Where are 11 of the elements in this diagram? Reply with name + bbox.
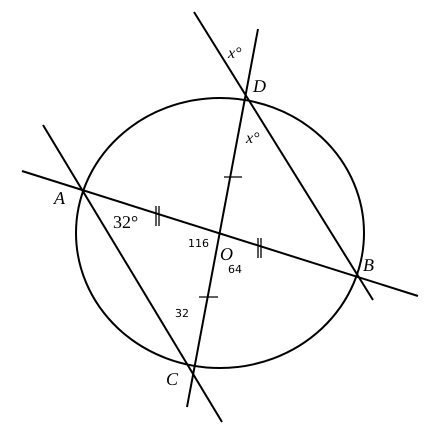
point-label: B [363,256,374,274]
angle-label: x° [246,131,260,147]
point-label: D [253,77,266,95]
point-label: O [220,245,233,263]
angle-label: 116 [188,238,209,249]
angle-label: 64 [228,264,242,275]
point-label: A [54,189,65,207]
angle-label: 32 [175,308,189,319]
angle-label: x° [228,46,242,62]
angle-label: 32° [113,213,138,231]
point-label: C [166,370,178,388]
